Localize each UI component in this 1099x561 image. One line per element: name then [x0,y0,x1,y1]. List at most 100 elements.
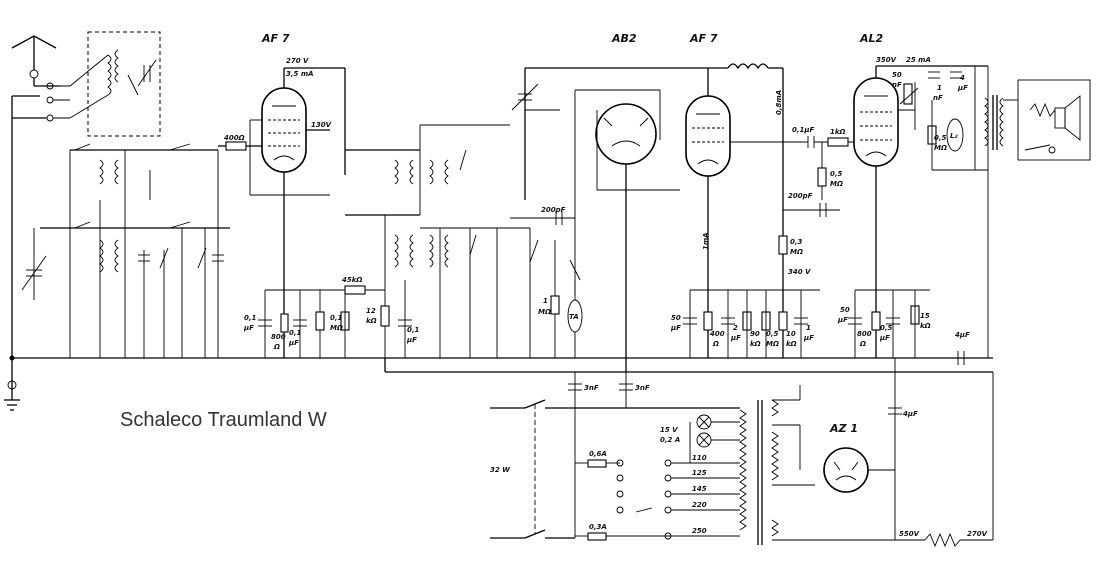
label-t220: 220 [692,501,707,509]
label-af7-2: AF 7 [689,32,718,45]
earth-symbol [4,96,20,411]
label-mohm-e: MΩ [766,340,779,348]
tube-ab2 [574,89,680,372]
label-r400: 400Ω [224,134,245,142]
label-uf-g: μF [957,84,968,92]
label-r45k: 45kΩ [342,276,362,284]
label-kohm-c: kΩ [786,340,797,348]
label-c50nf: 50 [892,71,902,79]
label-c2: 2 [733,324,738,332]
label-uf-d: μF [670,324,681,332]
label-c200pf-b: 200pF [788,192,813,200]
label-r05b: 0,5 [766,330,779,338]
label-ta: TA [569,313,579,321]
label-ma1: 1mA [702,232,710,250]
label-c1: 1 [806,324,811,332]
band-switch-middle [345,124,539,358]
labels: AF 7 AB2 AF 7 AL2 AZ 1 270 V 3,5 mA 130V… [224,32,988,538]
label-c3nf-b: 3nF [635,384,650,392]
label-ohm-a: Ω [273,343,280,351]
label-mohm-c: MΩ [830,180,843,188]
label-f06: 0,6A [589,450,607,458]
label-mohm-b: MΩ [538,308,551,316]
label-c50a: 50 [671,314,681,322]
label-c05: 0,5 [880,324,893,332]
label-uf-c: μF [406,336,417,344]
label-v15: 15 V [660,426,678,434]
label-v550: 550V [899,530,920,538]
diagram-caption: Schaleco Traumland W [120,409,327,431]
label-nf-b: nF [933,94,943,102]
label-ma35: 3,5 mA [286,70,314,78]
input-sockets [12,82,70,122]
label-r03: 0,3 [790,238,803,246]
label-nf-a: nF [892,81,902,89]
label-l2: L₂ [950,132,958,140]
label-r400b: 400 [710,330,725,338]
ground-bus [9,355,993,373]
label-w32: 32 W [490,466,510,474]
tube-az1 [823,358,994,548]
label-mohm-f: MΩ [934,144,947,152]
label-c4uf-c: 4μF [903,410,918,418]
label-f03: 0,3A [589,523,607,531]
label-af7-1: AF 7 [261,32,290,45]
tube2-cathode-network [683,235,820,358]
label-mohm-a: MΩ [330,324,343,332]
label-c3nf-a: 3nF [584,384,599,392]
label-r05a: 0,5 [830,170,843,178]
tube-af7-1 [218,67,346,358]
pilot-lamps [689,414,740,463]
label-kohm-b: kΩ [750,340,761,348]
label-r90: 90 [750,330,760,338]
pickup-input [510,211,583,358]
label-uf-e: μF [730,334,741,342]
label-r800b: 800 [857,330,872,338]
label-t145: 145 [692,485,707,493]
label-r800-a: 800 [271,333,286,341]
label-mohm-d: MΩ [790,248,803,256]
label-uf-b: μF [288,339,299,347]
label-v270b: 270V [967,530,988,538]
label-ma25: 25 mA [906,56,931,64]
label-t250: 250 [692,527,707,535]
label-ohm-c: Ω [859,340,866,348]
label-az1: AZ 1 [829,422,858,435]
label-t125: 125 [692,469,707,477]
label-r01: 0,1 [330,314,343,322]
tube3-cathode-network [848,289,965,365]
label-c01uf: 0,1μF [792,126,815,134]
coupling-network [783,136,875,217]
label-r15: 15 [920,312,930,320]
label-r1m: 1 [543,297,548,305]
label-c200pf-a: 200pF [541,206,566,214]
label-uf-i: μF [879,334,890,342]
label-c1nf: 1 [937,84,942,92]
antenna-symbol [11,35,60,87]
output-network [899,66,1004,358]
voltage-selector [616,459,740,540]
label-ab2: AB2 [611,32,637,45]
label-v350: 350V [876,56,897,64]
label-r10: 10 [786,330,796,338]
label-t110: 110 [692,454,707,462]
label-uf-h: μF [837,316,848,324]
label-a02: 0,2 A [660,436,680,444]
input-coil-bank [21,143,230,358]
label-c50b: 50 [840,306,850,314]
tube-af7-2 [685,63,808,358]
tube-al2 [853,65,988,358]
loudspeaker-icon [1003,79,1091,161]
mains-input [490,372,740,541]
label-c4uf-a: 4 [960,74,965,82]
label-al2: AL2 [859,32,884,45]
tuning-capacitor [511,67,728,200]
label-v340: 340 V [788,268,811,276]
label-c01-a: 0,1 [244,314,257,322]
label-v270: 270 V [286,57,309,65]
label-r1k: 1kΩ [830,128,846,136]
label-ma08: 0,8mA [775,90,783,115]
label-c01-b: 0,1 [289,329,302,337]
label-r12: 12 [366,307,376,315]
